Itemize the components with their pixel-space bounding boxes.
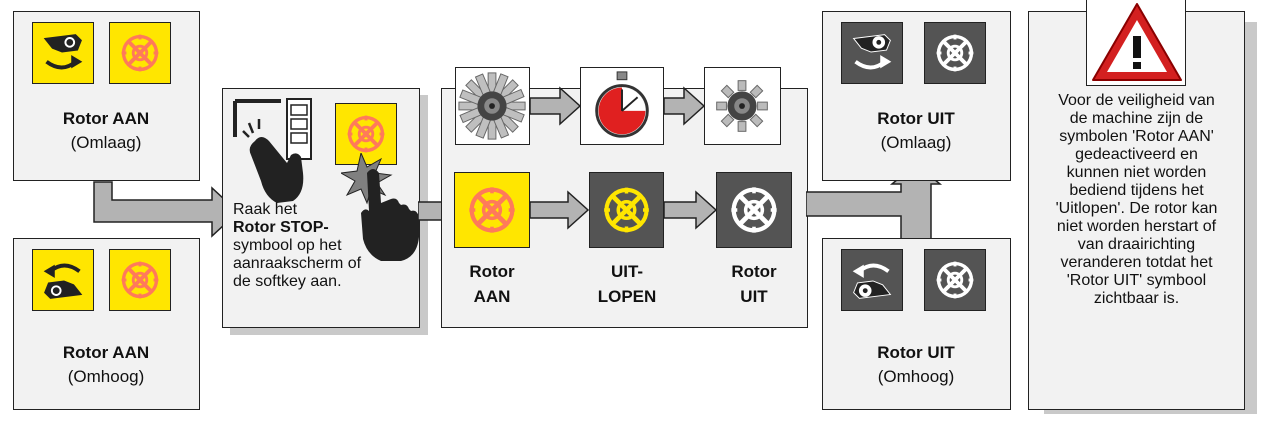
warning-line: veranderen totdat het <box>1060 254 1213 271</box>
rotor-raise-button[interactable] <box>32 249 94 311</box>
warning-line: zichtbaar is. <box>1093 290 1180 307</box>
rotor-stop-crossed-icon <box>455 173 529 247</box>
timer-tile <box>580 67 664 145</box>
step-2-label-line-1: UIT- <box>610 262 644 281</box>
rotor-lower-button[interactable] <box>32 22 94 84</box>
warning-line: 'Rotor UIT' symbool <box>1066 272 1207 289</box>
rotor-on-raise-panel: Rotor AAN (Omhoog) <box>13 238 200 410</box>
rotor-stop-crossed-icon <box>934 32 976 74</box>
rotor-off-lower-panel: Rotor UIT (Omlaag) <box>822 11 1011 181</box>
warning-line: bediend tijdens het <box>1069 182 1204 199</box>
warning-line: niet worden herstart of <box>1056 218 1217 235</box>
rotor-lower-arrow-icon <box>851 32 893 70</box>
sequence-arrow-top-2 <box>664 86 706 126</box>
rotor-stop-crossed-icon <box>590 173 663 247</box>
rotor-stop-button[interactable] <box>109 22 171 84</box>
rotor-lower-disabled-tile <box>841 22 903 84</box>
rotor-off-tile <box>924 22 986 84</box>
instruction-line-5: de softkey aan. <box>233 273 342 290</box>
rotor-stop-crossed-icon <box>934 259 976 301</box>
rotor-off-lower-title: Rotor UIT <box>877 109 955 128</box>
step-1-label-line-2: AAN <box>473 287 511 306</box>
sequence-arrow-bottom-1 <box>530 190 590 230</box>
warning-line: van draairichting <box>1077 236 1196 253</box>
rotor-on-lower-panel: Rotor AAN (Omlaag) <box>13 11 200 181</box>
instruction-line-1: Raak het <box>233 201 298 218</box>
instruction-bold: Rotor STOP- <box>233 219 329 236</box>
step-3-label-line-2: UIT <box>740 287 768 306</box>
step-3-label-line-1: Rotor <box>731 262 777 281</box>
sequence-arrow-top-1 <box>530 86 582 126</box>
touch-hand-icon <box>233 98 312 203</box>
rotor-off-sequence-tile <box>716 172 792 248</box>
rotor-on-raise-title: Rotor AAN <box>62 343 150 362</box>
rotor-off-tile <box>924 249 986 311</box>
rotor-stopped-icon <box>716 80 768 132</box>
instruction-line-4: aanraakscherm of <box>233 255 362 272</box>
rotor-raise-disabled-tile <box>841 249 903 311</box>
rotor-lower-arrow-icon <box>42 32 84 70</box>
rotor-off-raise-title: Rotor UIT <box>877 343 955 362</box>
instruction-line-3: symbool op het <box>233 237 342 254</box>
warning-line: gedeactiveerd en <box>1075 146 1198 163</box>
warning-triangle-icon <box>1092 3 1182 81</box>
rotor-spinning-tile <box>455 67 530 145</box>
warning-line: symbolen 'Rotor AAN' <box>1059 128 1214 145</box>
warning-line: Voor de veiligheid van <box>1058 92 1215 109</box>
sequence-arrow-bottom-2 <box>664 190 718 230</box>
rotor-stopped-tile <box>704 67 781 145</box>
warning-line: kunnen niet worden <box>1066 164 1207 181</box>
rotor-stop-crossed-icon <box>119 32 161 74</box>
runout-sequence-tile <box>589 172 664 248</box>
rotor-off-lower-subtitle: (Omlaag) <box>880 133 952 152</box>
rotor-off-raise-subtitle: (Omhoog) <box>877 367 955 386</box>
instruction-panel: Raak het Rotor STOP- symbool op het aanr… <box>222 88 420 328</box>
rotor-stop-crossed-icon <box>717 173 791 247</box>
warning-line: de machine zijn de <box>1069 110 1204 127</box>
rotor-on-sequence-tile <box>454 172 530 248</box>
warning-text: Voor de veiligheid van de machine zijn d… <box>1030 92 1243 308</box>
rotor-on-raise-subtitle: (Omhoog) <box>67 367 145 386</box>
rotor-spinning-icon <box>458 72 526 140</box>
rotor-on-lower-subtitle: (Omlaag) <box>70 133 142 152</box>
stopwatch-icon <box>595 71 649 138</box>
step-2-label-line-2: LOPEN <box>597 287 657 306</box>
step-1-label-line-1: Rotor <box>469 262 515 281</box>
rotor-stop-crossed-icon <box>119 259 161 301</box>
warning-line: 'Uitlopen'. De rotor kan <box>1055 200 1218 217</box>
rotor-raise-arrow-icon <box>851 263 893 301</box>
connector-arrow-left <box>93 181 240 238</box>
rotor-raise-arrow-icon <box>42 263 84 301</box>
warning-icon-frame <box>1086 0 1186 86</box>
rotor-stop-button[interactable] <box>109 249 171 311</box>
press-hand-icon <box>341 153 419 261</box>
rotor-off-raise-panel: Rotor UIT (Omhoog) <box>822 238 1011 410</box>
rotor-on-lower-title: Rotor AAN <box>62 109 150 128</box>
